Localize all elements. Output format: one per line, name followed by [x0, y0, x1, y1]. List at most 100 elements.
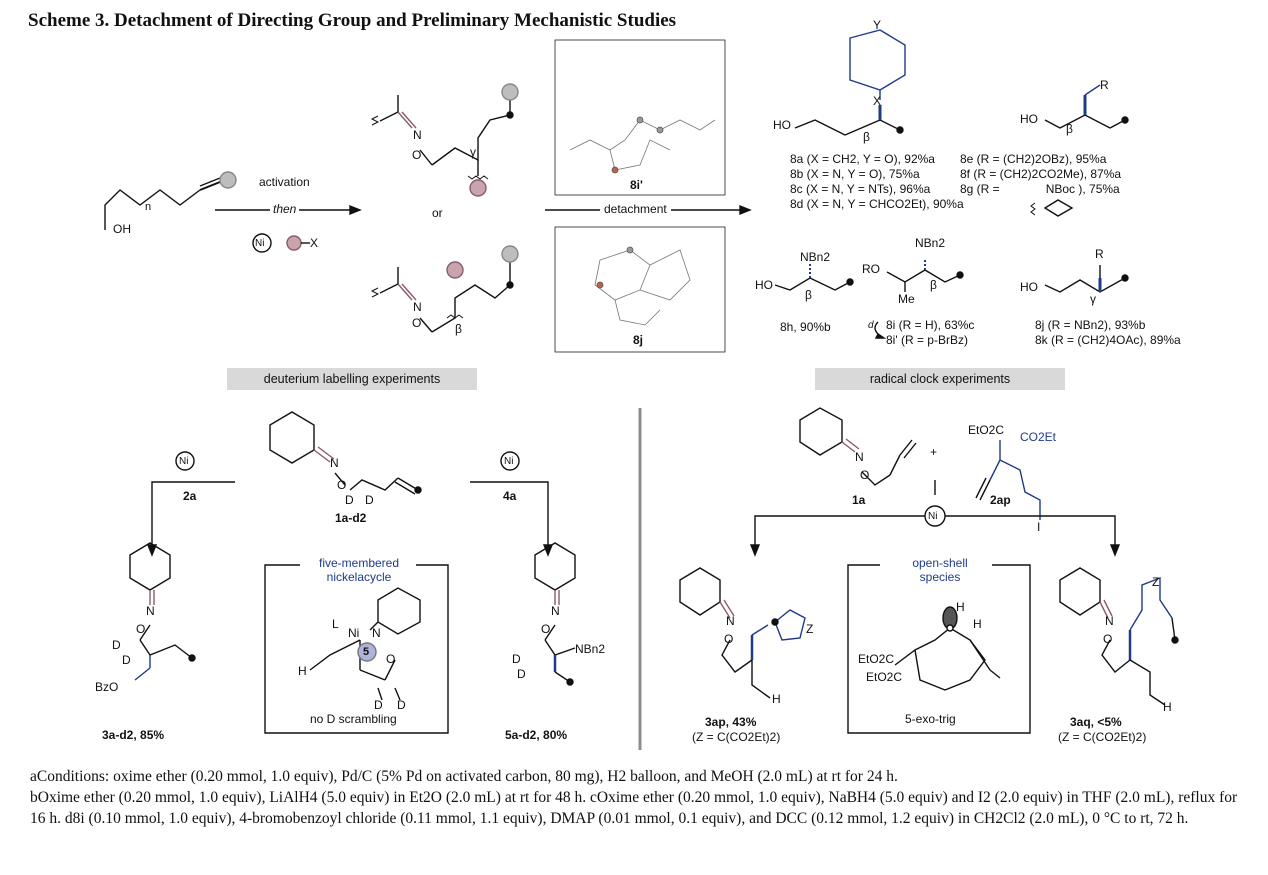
- product-3aq-z: (Z = C(CO2Et)2): [1058, 730, 1147, 744]
- beta-8i: β: [930, 278, 937, 292]
- h-atom-radical-a: H: [956, 600, 965, 614]
- product-8c-label: 8c (X = N, Y = NTs), 96%a: [790, 182, 931, 196]
- beta-8a: β: [863, 130, 870, 144]
- product-8b-label: 8b (X = N, Y = O), 75%a: [790, 167, 920, 181]
- y-atom: Y: [873, 18, 882, 32]
- product-8i-label: 8i (R = H), 63%c: [886, 318, 975, 332]
- nbn2-5a: NBn2: [575, 642, 606, 656]
- product-8e-label: 8e (R = (CH2)2OBz), 95%a: [960, 152, 1107, 166]
- o-atom-3aq: O: [1103, 632, 1113, 646]
- nickelacycle-title-line1: five-membered: [318, 556, 400, 570]
- r-atom-8j: R: [1095, 247, 1104, 261]
- d-atom-box-b: D: [397, 698, 406, 712]
- d-atom-1a-a: D: [345, 493, 354, 507]
- beta-8h: β: [805, 288, 812, 302]
- z-atom-3aq: Z: [1152, 575, 1160, 589]
- bzo-label: BzO: [95, 680, 119, 694]
- arrow-to-3aq: [945, 515, 1116, 545]
- product-3aq-structure: [1059, 567, 1179, 706]
- gamma-8j: γ: [1090, 292, 1096, 306]
- nickelacycle-structure: [309, 587, 421, 701]
- product-8k-label: 8k (R = (CH2)4OAc), 89%a: [1035, 333, 1181, 347]
- gamma-intermediate-structure: [370, 83, 519, 197]
- activation-label: activation: [259, 175, 310, 189]
- deuterium-header: deuterium labelling experiments: [227, 368, 477, 390]
- o-atom-1a-radical: O: [860, 468, 870, 482]
- n-atom-3a: N: [146, 604, 155, 618]
- o-atom-top: O: [412, 148, 422, 162]
- me-8i: Me: [898, 292, 915, 306]
- plus-sign: +: [930, 445, 938, 459]
- footnotes: aConditions: oxime ether (0.20 mmol, 1.0…: [30, 766, 1250, 829]
- open-shell-structure: [894, 606, 1001, 691]
- h-atom-3aq: H: [1163, 700, 1172, 714]
- ho-8a: HO: [773, 118, 791, 132]
- z-atom-3ap: Z: [806, 622, 814, 636]
- product-8h-structure: [774, 262, 854, 291]
- d-atom-box-a: D: [374, 698, 383, 712]
- five-exo-trig-label: 5-exo-trig: [905, 712, 956, 726]
- nbn2-8i: NBn2: [915, 236, 946, 250]
- beta-intermediate-structure: [370, 245, 519, 333]
- o-atom-5a: O: [541, 622, 551, 636]
- co2et-2ap: CO2Et: [1020, 430, 1057, 444]
- nbn2-8h: NBn2: [800, 250, 831, 264]
- etooc-2ap: EtO2C: [968, 423, 1005, 437]
- o-atom-3ap: O: [724, 632, 734, 646]
- o-atom-bottom: O: [412, 316, 422, 330]
- x-atom: X: [873, 94, 882, 108]
- ligand-l: L: [332, 617, 339, 631]
- n-atom-3ap: N: [726, 614, 735, 628]
- no-d-scrambling: no D scrambling: [310, 712, 397, 726]
- open-shell-title: open-shell species: [886, 556, 994, 584]
- then-label: then: [270, 202, 300, 217]
- beta-8e: β: [1066, 122, 1073, 136]
- alkene-substrate-structure: [104, 171, 237, 230]
- xray-8i-label: 8i': [630, 178, 643, 192]
- products-8a-list: 8a (X = CH2, Y = O), 92%a 8b (X = N, Y =…: [790, 152, 964, 212]
- ro-8i: RO: [862, 262, 880, 276]
- product-8g-label: 8g (R =: [960, 182, 1000, 196]
- open-shell-title-line1: open-shell: [912, 556, 968, 570]
- nickelacycle-box: [264, 564, 449, 734]
- n-atom-5a: N: [551, 604, 560, 618]
- reagent-4a: 4a: [503, 489, 517, 503]
- ho-8e: HO: [1020, 112, 1038, 126]
- d-atom-5a-b: D: [517, 667, 526, 681]
- product-3ap-z: (Z = C(CO2Et)2): [692, 730, 781, 744]
- product-3ap-label: 3ap, 43%: [705, 715, 757, 729]
- sm-1a-d2-label: 1a-d2: [335, 511, 367, 525]
- product-3a-d2-structure: [129, 542, 196, 681]
- arrow-to-5a: [470, 481, 549, 545]
- arrow-to-3ap: [754, 515, 925, 545]
- d-atom-3a-a: D: [112, 638, 121, 652]
- product-8f-label: 8f (R = (CH2)2CO2Me), 87%a: [960, 167, 1122, 181]
- o-atom-1a: O: [337, 478, 347, 492]
- reagent-2a: 2a: [183, 489, 197, 503]
- o-atom-3a: O: [136, 622, 146, 636]
- gamma-label-top: γ: [470, 145, 476, 159]
- product-8j-structure: [1044, 265, 1129, 293]
- sm-1a-label: 1a: [852, 493, 866, 507]
- substrate-oh-label: OH: [113, 222, 131, 236]
- sm-2ap-structure: [975, 440, 1041, 520]
- product-5a-d2-structure: [534, 542, 576, 686]
- n-atom-box: N: [372, 626, 381, 640]
- iodide-2ap: I: [1037, 520, 1041, 534]
- o-atom-box: O: [386, 652, 396, 666]
- ho-8j: HO: [1020, 280, 1038, 294]
- arrow-to-3a: [151, 481, 235, 545]
- etooc-radical-a: EtO2C: [858, 652, 895, 666]
- product-3a-d2-label: 3a-d2, 85%: [102, 728, 165, 742]
- radical-clock-header: radical clock experiments: [815, 368, 1065, 390]
- products-8j-list: 8j (R = NBn2), 93%b 8k (R = (CH2)4OAc), …: [1035, 318, 1181, 348]
- n-atom-3aq: N: [1105, 614, 1114, 628]
- ni-label-right: Ni: [504, 456, 514, 467]
- etooc-radical-b: EtO2C: [866, 670, 903, 684]
- ni-label-top: Ni: [255, 238, 265, 249]
- d-atom-5a-a: D: [512, 652, 521, 666]
- product-8a-label: 8a (X = CH2, Y = O), 92%a: [790, 152, 935, 166]
- n-atom-bottom: N: [413, 300, 422, 314]
- footnote-bcd: bOxime ether (0.20 mmol, 1.0 equiv), LiA…: [30, 789, 1238, 827]
- scheme-drawing: [104, 29, 1179, 750]
